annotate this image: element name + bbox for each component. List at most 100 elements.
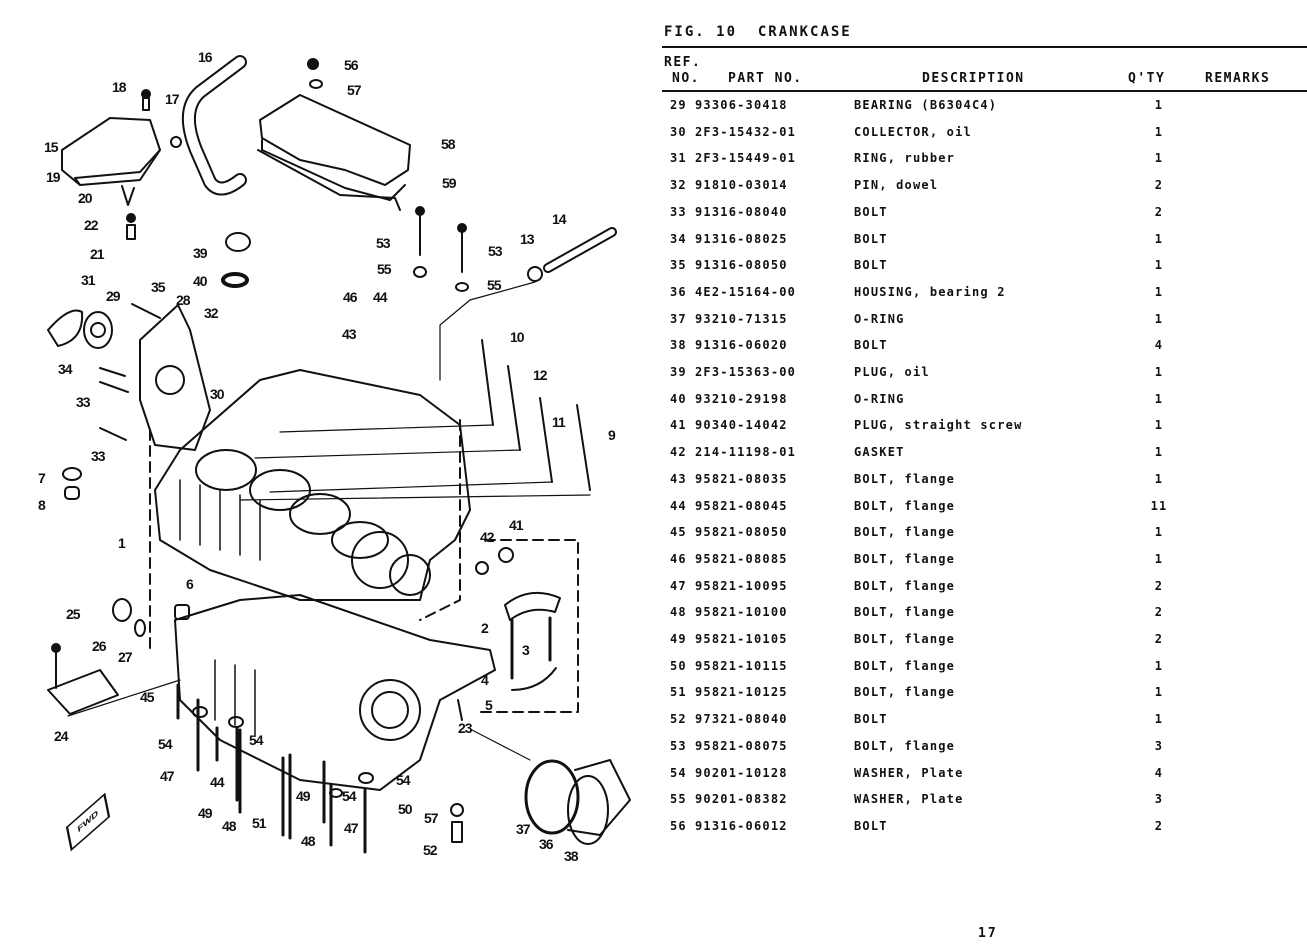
description: BOLT [854,712,888,727]
page-number: 17 [978,926,998,941]
callout-46: 46 [343,289,358,305]
quantity: 2 [1154,818,1164,833]
quantity: 1 [1154,471,1164,486]
quantity: 2 [1154,178,1164,193]
ref-no: 33 [670,204,687,219]
ref-no: 56 [670,818,687,833]
part-number: 4E2-15164-00 [695,284,797,299]
description: BOLT, flange [854,578,956,593]
quantity: 1 [1154,658,1164,673]
ref-no: 48 [670,605,687,620]
description: PLUG, straight screw [854,418,1023,433]
callout-48b: 48 [301,833,316,849]
callout-30: 30 [210,386,225,402]
ref-no: 37 [670,311,687,326]
ref-no: 29 [670,98,687,112]
description: COLLECTOR, oil [854,124,972,139]
part-number: 93210-71315 [695,311,788,326]
callout-43: 43 [342,326,357,342]
ref-no: 32 [670,178,687,193]
ref-no: 45 [670,525,687,540]
callout-37: 37 [516,821,531,837]
description: BOLT, flange [854,632,956,646]
quantity: 1 [1154,391,1164,406]
part-number: 91316-08050 [695,258,788,273]
callout-47b: 47 [344,820,359,836]
description: BOLT, flange [854,471,956,486]
description: BOLT [854,338,888,353]
callout-12: 12 [533,367,548,383]
callout-25: 25 [66,606,81,622]
callout-59: 59 [442,175,457,191]
callout-58: 58 [441,136,456,152]
callout-32: 32 [204,305,219,321]
callout-7: 7 [38,470,46,486]
part-number: 90201-08382 [695,792,788,807]
callout-34: 34 [58,361,73,377]
description: GASKET [854,445,905,460]
callout-20: 20 [78,190,93,206]
header-part-no: PART NO. [728,71,803,86]
quantity: 2 [1154,632,1164,646]
quantity: 1 [1154,258,1164,273]
callout-6: 6 [186,576,194,592]
part-number: 2F3-15449-01 [695,151,797,166]
callout-55a: 55 [377,261,392,277]
callout-18: 18 [112,79,127,95]
quantity: 1 [1154,418,1164,433]
callout-10: 10 [510,329,525,345]
header-ref-line2: NO. [672,71,700,86]
callout-57b: 57 [424,810,439,826]
ref-no: 44 [670,498,687,513]
callout-29: 29 [106,288,121,304]
callout-31: 31 [81,272,96,288]
ref-no: 55 [670,792,687,807]
callout-55b: 55 [487,277,502,293]
callout-44b: 44 [210,774,225,790]
callout-54d: 54 [342,788,357,804]
part-number: 95821-08075 [695,738,788,753]
quantity: 1 [1154,98,1164,112]
callout-57: 57 [347,82,362,98]
quantity: 3 [1154,792,1164,807]
callout-15: 15 [44,139,59,155]
figure-label: FIG. 10 [664,24,738,40]
quantity: 1 [1154,124,1164,139]
figure-name: CRANKCASE [757,24,852,40]
callout-5: 5 [485,697,493,713]
description: BOLT [854,204,888,219]
callout-27: 27 [118,649,133,665]
callout-42: 42 [480,529,495,545]
description: WASHER, Plate [854,792,964,807]
callout-53a: 53 [376,235,391,251]
part-number: 95821-08050 [695,525,788,540]
title-rule [662,46,1307,48]
crankcase-drawing [47,55,631,854]
callout-21: 21 [90,246,105,262]
ref-no: 50 [670,658,687,673]
ref-no: 54 [670,765,687,780]
callout-45: 45 [140,689,155,705]
callout-14: 14 [552,211,567,227]
quantity: 2 [1154,204,1164,219]
callout-49a: 49 [296,788,311,804]
part-number: 91316-06020 [695,338,788,353]
callout-53b: 53 [488,243,503,259]
callout-4: 4 [481,672,489,688]
part-number: 90340-14042 [695,418,788,433]
part-number: 95821-10115 [695,658,788,673]
part-number: 93210-29198 [695,391,788,406]
